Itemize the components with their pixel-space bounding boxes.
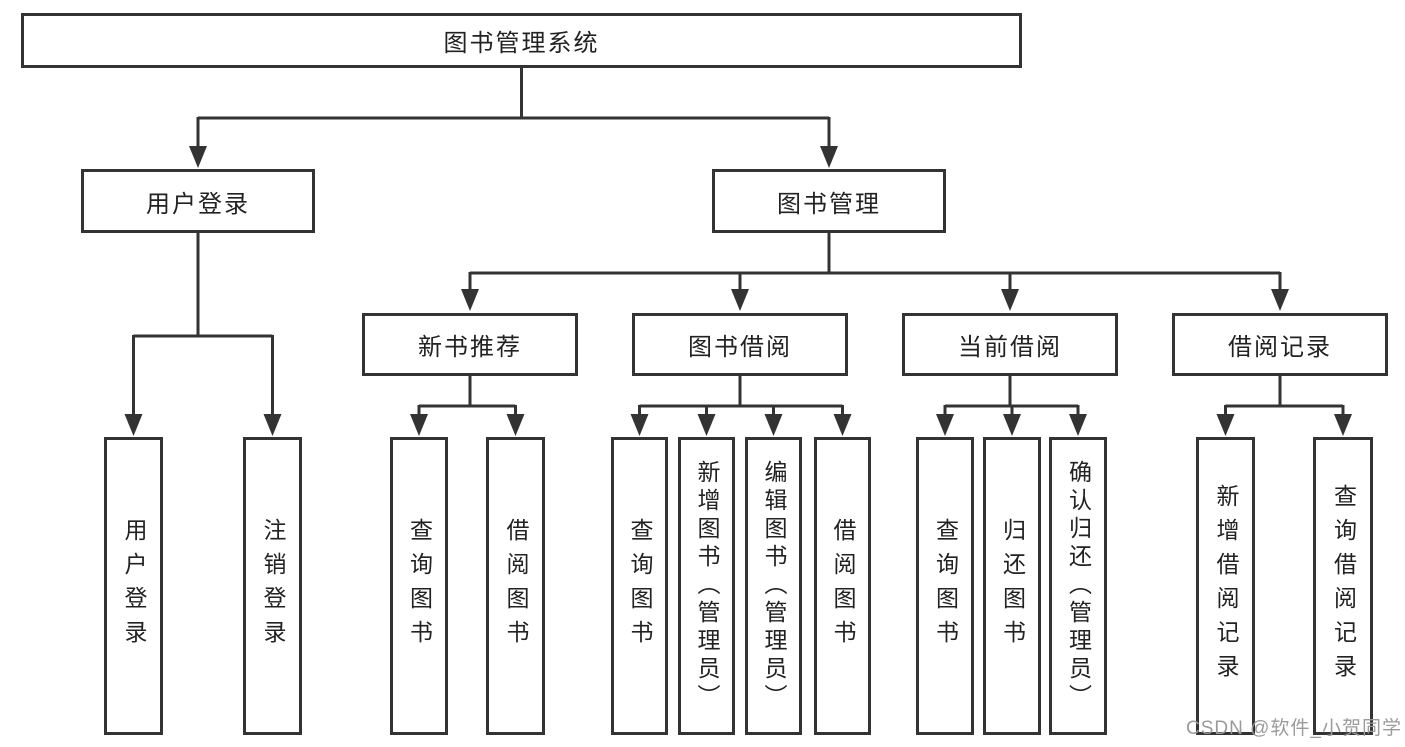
node-new-book-recommend-label: 新书推荐 <box>418 334 522 361</box>
node-borrow-records: 借阅记录 <box>1172 313 1388 376</box>
leaf-query-books-recommend-label: 查询图书 <box>406 518 433 654</box>
arrowhead <box>410 414 428 436</box>
arrowhead <box>764 414 783 436</box>
arrowhead <box>630 414 649 436</box>
arrowhead <box>1003 414 1021 436</box>
leaf-user-login: 用户登录 <box>104 437 163 735</box>
node-book-borrow-label: 图书借阅 <box>688 334 792 361</box>
arrowhead <box>263 414 282 436</box>
leaf-borrow-books-recommend: 借阅图书 <box>486 437 545 735</box>
leaf-add-book-admin-label: 新增图书（管理员） <box>694 460 720 712</box>
arrowhead <box>506 414 525 436</box>
node-book-management-label: 图书管理 <box>777 190 881 218</box>
arrowhead <box>820 146 838 168</box>
leaf-confirm-return-admin: 确认归还（管理员） <box>1049 437 1107 735</box>
leaf-query-books-recommend: 查询图书 <box>390 437 448 735</box>
arrowhead <box>124 414 143 436</box>
leaf-query-books-current-label: 查询图书 <box>932 518 959 654</box>
tree-edges <box>132 66 1345 418</box>
node-current-borrow-label: 当前借阅 <box>958 334 1062 361</box>
arrowhead <box>731 289 749 311</box>
node-current-borrow: 当前借阅 <box>902 313 1118 376</box>
node-book-borrow: 图书借阅 <box>632 313 848 376</box>
leaf-query-books-current: 查询图书 <box>916 437 974 735</box>
leaf-borrow-books: 借阅图书 <box>814 437 871 735</box>
leaf-query-borrow-record: 查询借阅记录 <box>1313 437 1373 735</box>
leaf-return-book-label: 归还图书 <box>999 518 1026 654</box>
node-user-login-label: 用户登录 <box>146 190 250 218</box>
node-root-label: 图书管理系统 <box>443 30 600 57</box>
node-book-management: 图书管理 <box>712 169 946 233</box>
arrowhead <box>697 414 716 436</box>
leaf-add-borrow-record-label: 新增借阅记录 <box>1213 484 1239 688</box>
arrowhead <box>1271 289 1289 311</box>
leaf-query-books-borrow-label: 查询图书 <box>627 518 653 654</box>
node-new-book-recommend: 新书推荐 <box>362 313 578 376</box>
arrowhead <box>461 289 479 311</box>
arrowhead <box>1216 414 1235 436</box>
leaf-query-books-borrow: 查询图书 <box>611 437 668 735</box>
leaf-logout-label: 注销登录 <box>260 518 286 654</box>
leaf-edit-book-admin-label: 编辑图书（管理员） <box>761 460 787 712</box>
leaf-return-book: 归还图书 <box>983 437 1041 735</box>
arrowhead <box>1334 414 1352 436</box>
leaf-logout: 注销登录 <box>243 437 302 735</box>
leaf-edit-book-admin: 编辑图书（管理员） <box>745 437 802 735</box>
leaf-add-book-admin: 新增图书（管理员） <box>678 437 735 735</box>
leaf-query-borrow-record-label: 查询借阅记录 <box>1330 484 1357 688</box>
arrowhead <box>833 414 852 436</box>
arrowhead <box>189 146 207 168</box>
leaf-user-login-label: 用户登录 <box>121 518 147 654</box>
leaf-add-borrow-record: 新增借阅记录 <box>1196 437 1255 735</box>
arrowhead <box>1001 289 1019 311</box>
arrowhead <box>1069 414 1087 436</box>
csdn-watermark: CSDN @软件_小贺同学 <box>1186 718 1402 739</box>
node-root: 图书管理系统 <box>21 13 1022 68</box>
arrowhead <box>936 414 954 436</box>
node-borrow-records-label: 借阅记录 <box>1228 334 1332 361</box>
leaf-borrow-books-recommend-label: 借阅图书 <box>503 518 529 654</box>
leaf-confirm-return-admin-label: 确认归还（管理员） <box>1065 460 1092 712</box>
leaf-borrow-books-label: 借阅图书 <box>830 518 856 654</box>
node-user-login: 用户登录 <box>81 169 315 233</box>
